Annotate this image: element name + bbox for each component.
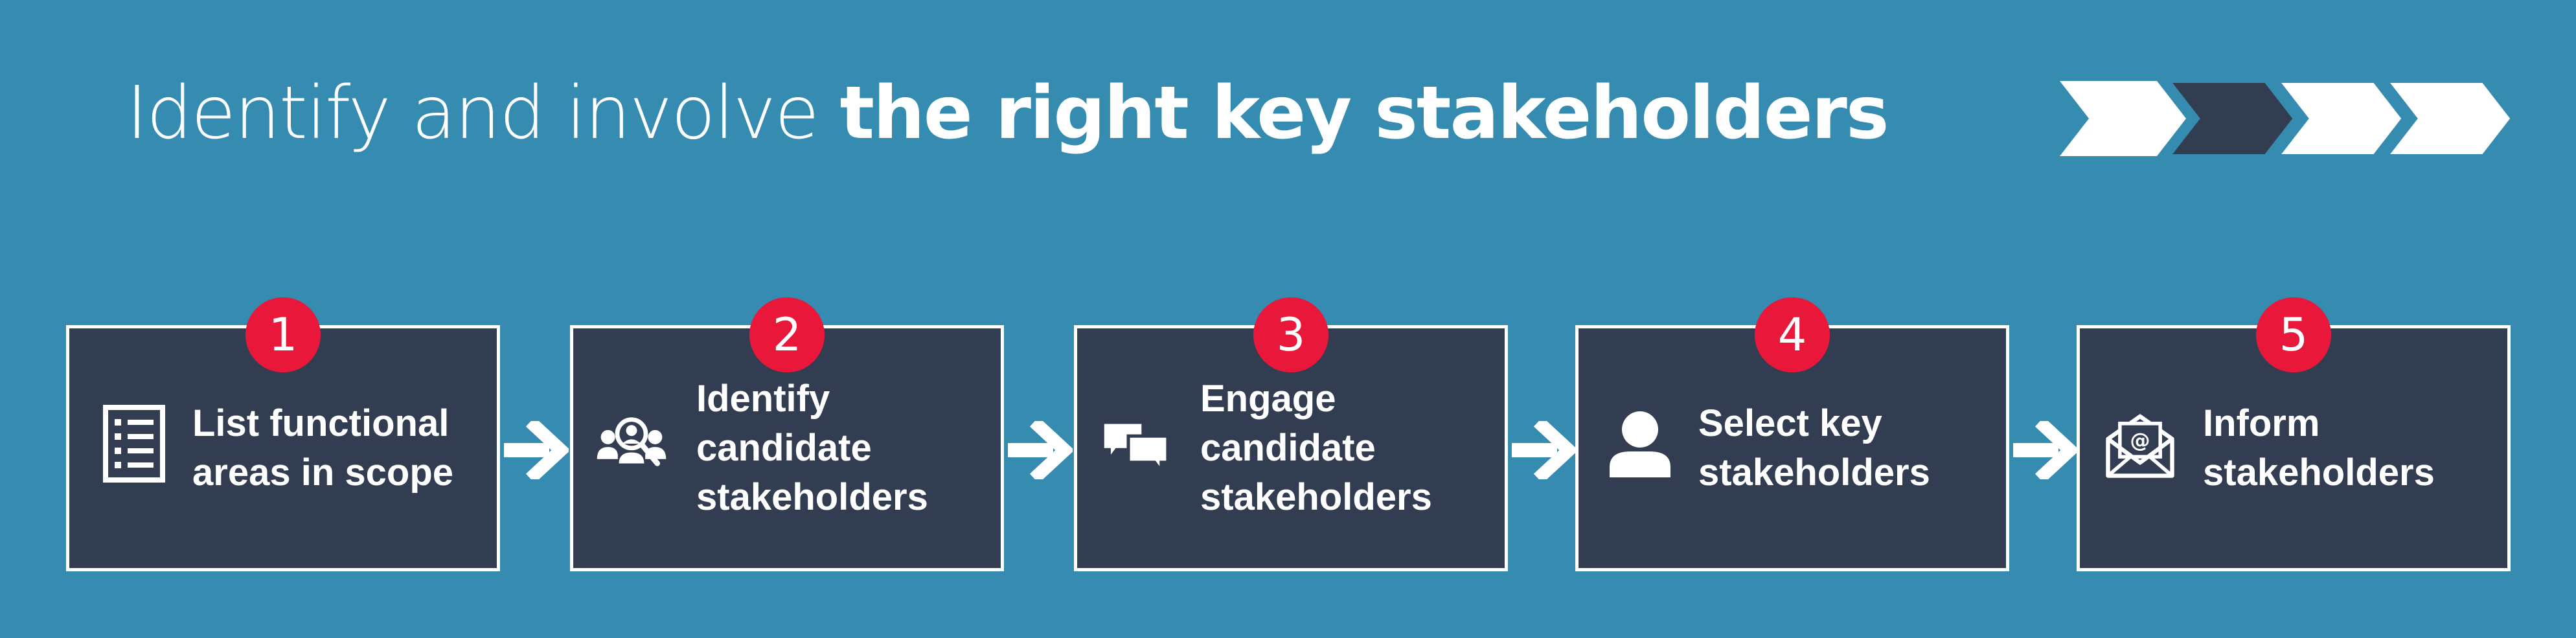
title-light: Identify and involve (126, 71, 840, 155)
checklist-icon (103, 405, 165, 483)
chevron-stage-1 (2060, 81, 2186, 156)
step-4-number-badge: 4 (1755, 297, 1830, 372)
svg-text:@: @ (2130, 429, 2150, 453)
email-icon: @ (2106, 414, 2174, 478)
step-1-label: List functional areas in scope (192, 402, 453, 494)
step-1-box: 1 List functional areas in scope (66, 297, 500, 571)
step-2-box: 2 Identify candidate stakeholders (570, 297, 1004, 571)
step-3-box: 3 Engage candidate stakeholders (1074, 297, 1508, 571)
step-2-number-badge: 2 (749, 297, 825, 372)
step-5-number-badge: 5 (2256, 297, 2331, 372)
step-2-label: Identify candidate stakeholders (696, 378, 928, 518)
chevron-stage-2-current (2166, 81, 2297, 156)
chevron-stage-4 (2384, 81, 2513, 156)
arrow-right-icon (2013, 421, 2078, 479)
chat-bubbles-icon (1102, 422, 1170, 476)
page-title: Identify and involve the right key stake… (126, 71, 1889, 155)
step-5-label: Inform stakeholders (2203, 402, 2435, 494)
title-bold: the right key stakeholders (839, 71, 1889, 155)
step-1-number-badge: 1 (245, 297, 321, 372)
step-3-label: Engage candidate stakeholders (1200, 378, 1432, 518)
arrow-right-icon (504, 421, 569, 479)
progress-chevrons (2060, 81, 2513, 156)
arrow-right-icon (1008, 421, 1073, 479)
chevron-stage-3 (2275, 81, 2406, 156)
step-5-box: 5 @ Inform stakeholders (2077, 297, 2511, 571)
people-search-icon (597, 417, 667, 466)
person-icon (1610, 411, 1670, 477)
step-4-label: Select key stakeholders (1698, 402, 1930, 494)
arrow-right-icon (1512, 421, 1577, 479)
step-4-box: 4 Select key stakeholders (1575, 297, 2009, 571)
step-3-number-badge: 3 (1253, 297, 1328, 372)
